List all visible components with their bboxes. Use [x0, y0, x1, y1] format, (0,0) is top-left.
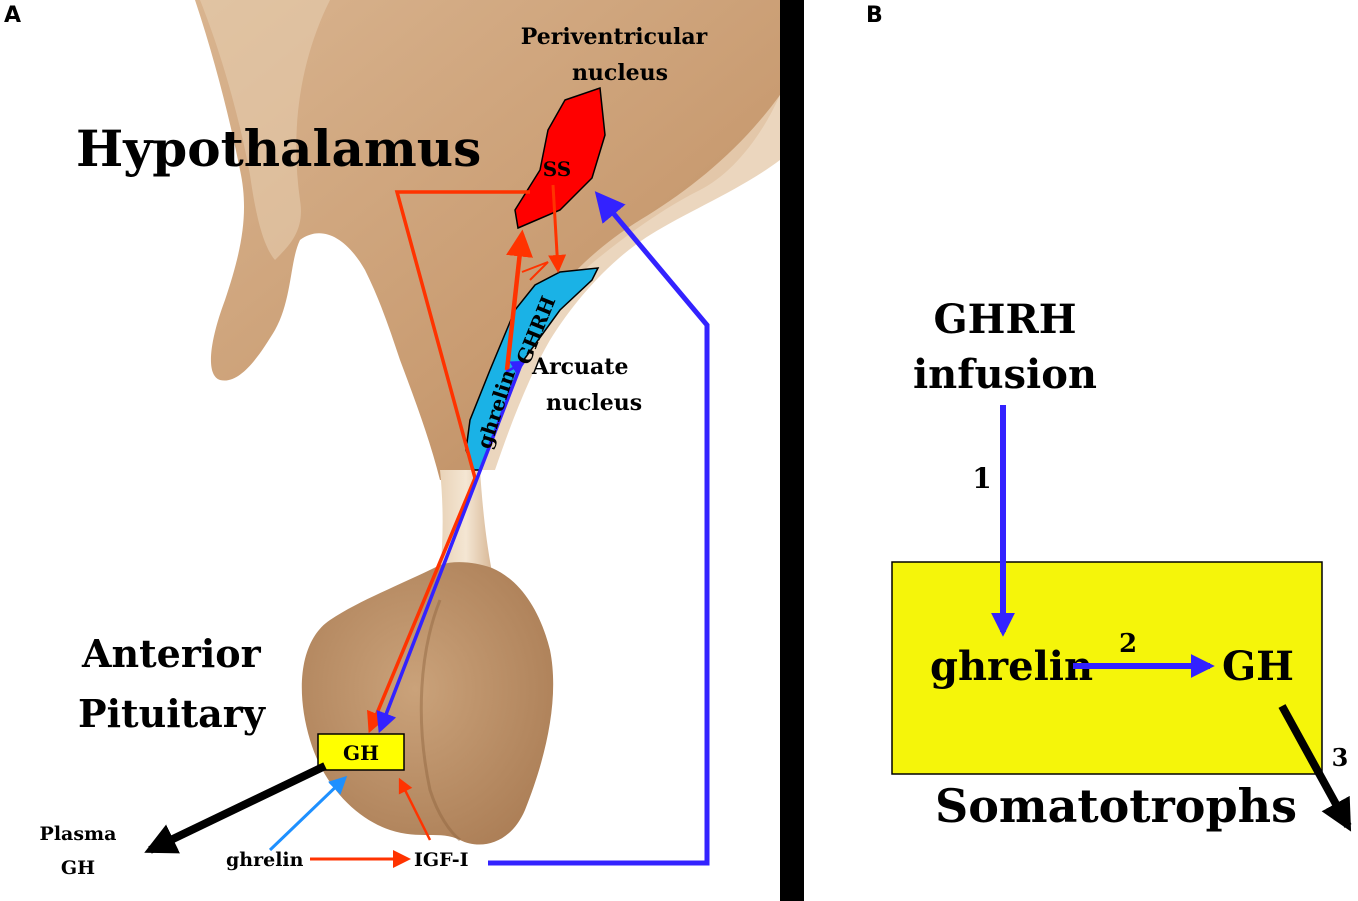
hypothalamus-label: Hypothalamus — [76, 119, 481, 178]
gh-box-label: GH — [343, 741, 379, 765]
igf-to-ss-feedback — [488, 191, 710, 866]
plasma-gh-label-line2: GH — [61, 857, 95, 879]
igf-label: IGF-I — [414, 849, 469, 871]
ghrh-infusion-line1: GHRH — [934, 296, 1077, 343]
anterior-label: Anterior — [81, 631, 262, 676]
panel-divider — [780, 0, 804, 901]
somatotrophs-label: Somatotrophs — [935, 779, 1297, 833]
gh-label: GH — [1222, 643, 1294, 690]
panel-a-letter: A — [4, 3, 21, 28]
ss-to-ghrh-arrow — [548, 184, 567, 273]
hypothalamus-tissue — [195, 0, 780, 480]
panel-b-letter: B — [866, 3, 883, 28]
gh-to-plasma-arrow — [144, 762, 327, 854]
arcuate-label-line2: nucleus — [546, 390, 642, 416]
ss-to-ghrh-branch — [521, 261, 549, 281]
ghrelin-to-ghrh-arrow — [505, 360, 527, 375]
panel-b: B GHRH infusion 1 ghrelin 2 GH 3 Somatot… — [866, 3, 1352, 833]
pituitary-stalk — [440, 470, 492, 572]
step2-label: 2 — [1119, 629, 1137, 659]
ghrh-infusion-line2: infusion — [913, 351, 1097, 398]
plasma-gh-label-line1: Plasma — [40, 823, 117, 845]
ghrelin-label: ghrelin — [930, 643, 1093, 690]
ghrh-to-gh-arrow — [376, 361, 524, 734]
ss-label: SS — [543, 157, 571, 181]
periventricular-label-line2: nucleus — [572, 60, 668, 86]
ss-to-gh-arrow — [367, 477, 477, 734]
step1-label: 1 — [972, 462, 991, 495]
igf-to-gh-arrow — [398, 777, 432, 841]
gh-box — [317, 733, 405, 771]
ghrh-to-ss-arrow — [504, 229, 533, 371]
periventricular-nucleus — [514, 86, 606, 230]
hypothalamus-highlight — [200, 0, 330, 260]
pituitary-gland — [301, 562, 554, 845]
optic-band — [478, 95, 780, 470]
pituitary-label: Pituitary — [78, 691, 266, 736]
ghrelin-bottom-label: ghrelin — [226, 849, 304, 871]
arcuate-label-line1: Arcuate — [531, 354, 628, 380]
ghrelin-to-gh-arrow — [268, 775, 348, 852]
ss-inhibition-triangle — [394, 190, 530, 479]
panel-a: A Hypothalamus Periventricular nucleus S… — [4, 0, 780, 879]
periventricular-label-line1: Periventricular — [521, 24, 708, 50]
pituitary-lobe-shade — [419, 599, 461, 842]
step3-arrow — [1278, 704, 1352, 832]
step3-label: 3 — [1332, 743, 1349, 772]
